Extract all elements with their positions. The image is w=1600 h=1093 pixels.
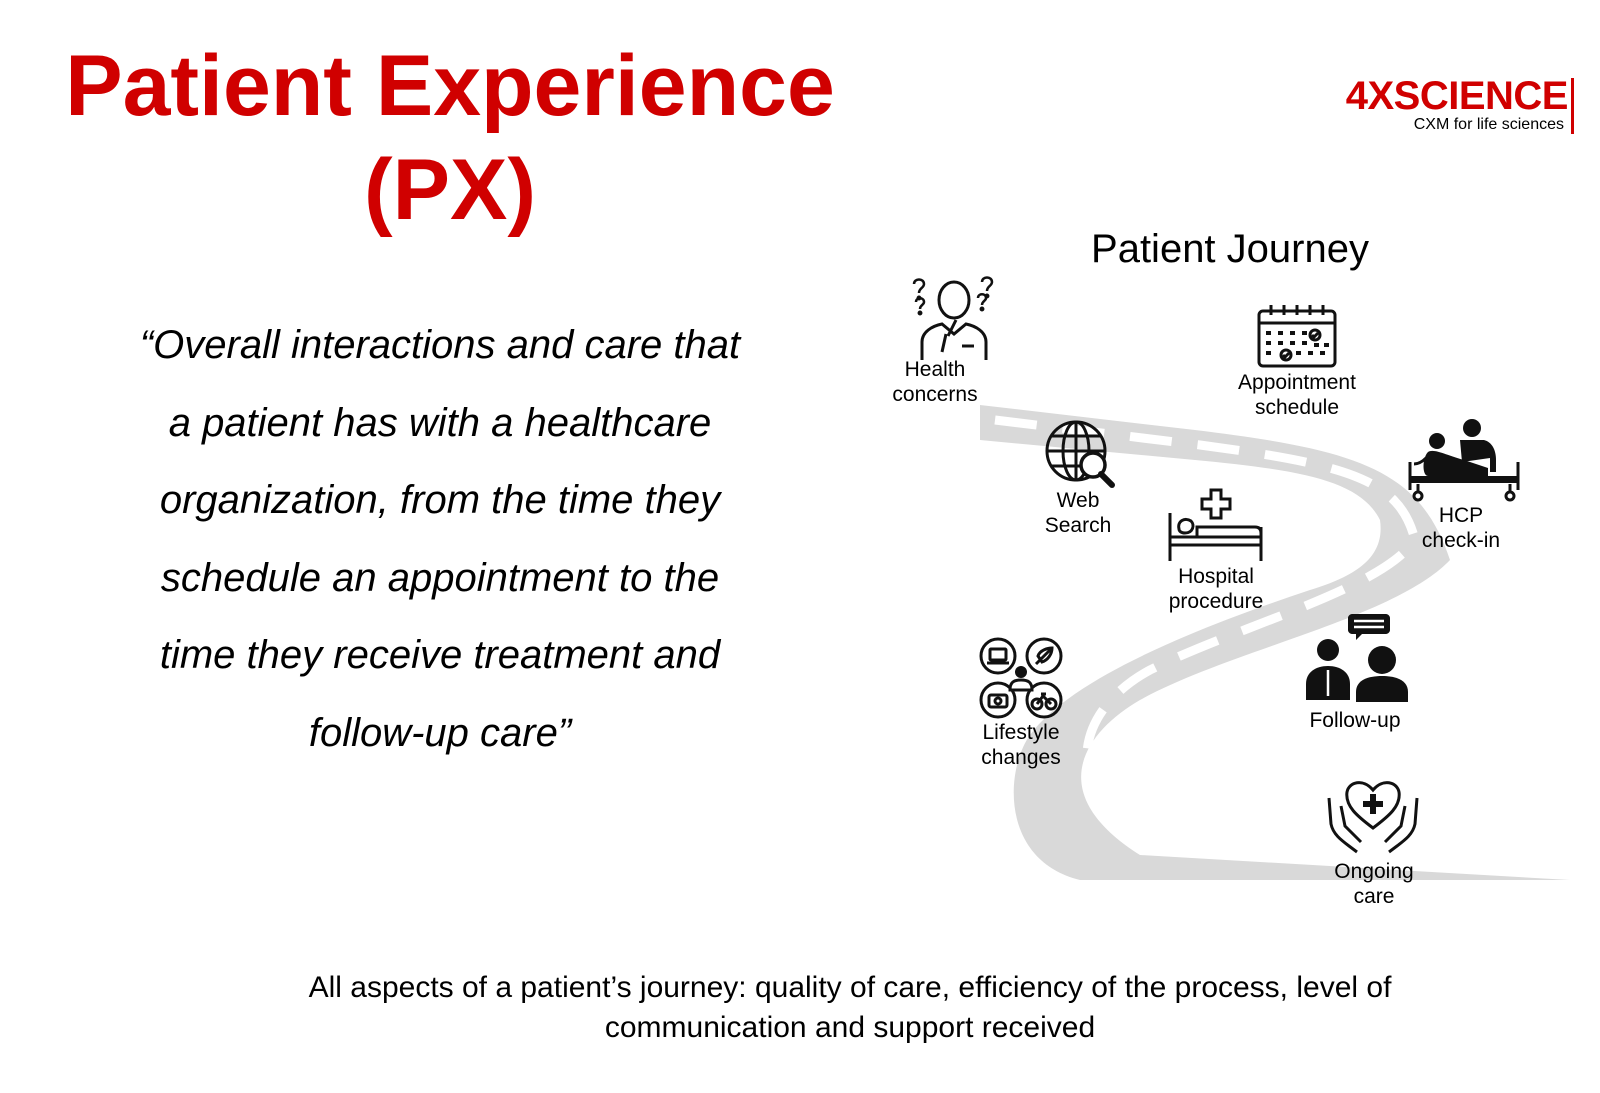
consultation-icon xyxy=(1306,614,1408,702)
lifestyle-icon xyxy=(979,637,1063,719)
px-definition-quote: “Overall interactions and care that a pa… xyxy=(100,307,780,772)
summary-caption: All aspects of a patient’s journey: qual… xyxy=(200,968,1500,1048)
journey-title: Patient Journey xyxy=(1091,227,1369,271)
road-center-line xyxy=(994,415,1541,873)
calendar-icon xyxy=(1257,305,1337,368)
hospital-bed-icon xyxy=(1168,488,1263,561)
title-line-1: Patient Experience xyxy=(65,38,835,134)
step-label: Lifestyle changes xyxy=(981,721,1061,769)
quote-line: follow-up care” xyxy=(308,710,572,755)
summary-line: All aspects of a patient’s journey: qual… xyxy=(308,971,1392,1004)
thinking-person-icon xyxy=(912,276,994,360)
step-label: HCP check-in xyxy=(1421,504,1501,552)
road-surface xyxy=(980,405,1570,880)
title-line-2: (PX) xyxy=(364,142,536,238)
step-label: Health concerns xyxy=(892,358,978,406)
heart-hands-icon xyxy=(1327,781,1419,854)
step-label: Hospital procedure xyxy=(1168,565,1264,613)
globe-search-icon xyxy=(1045,420,1115,488)
step-label: Web Search xyxy=(1044,489,1112,537)
patient-bed-doctor-icon xyxy=(1408,419,1520,502)
step-label: Follow-up xyxy=(1309,709,1401,732)
quote-line: “Overall interactions and care that xyxy=(139,323,741,367)
step-label: Ongoing care xyxy=(1334,860,1414,908)
quote-line: a patient has with a healthcare xyxy=(168,400,712,445)
summary-line: communication and support received xyxy=(604,1011,1096,1044)
quote-line: organization, from the time they xyxy=(159,478,721,522)
logo-wordmark: 4XSCIENCE xyxy=(1345,74,1569,118)
logo-tagline: CXM for life sciences xyxy=(1413,116,1564,133)
brand-logo: 4XSCIENCE CXM for life sciences xyxy=(1318,74,1574,134)
logo-accent-bar xyxy=(1571,78,1574,134)
quote-line: time they receive treatment and xyxy=(159,633,721,677)
page-title: Patient Experience (PX) xyxy=(30,34,870,242)
quote-line: schedule an appointment to the xyxy=(160,555,720,600)
step-label: Appointment schedule xyxy=(1238,371,1356,419)
